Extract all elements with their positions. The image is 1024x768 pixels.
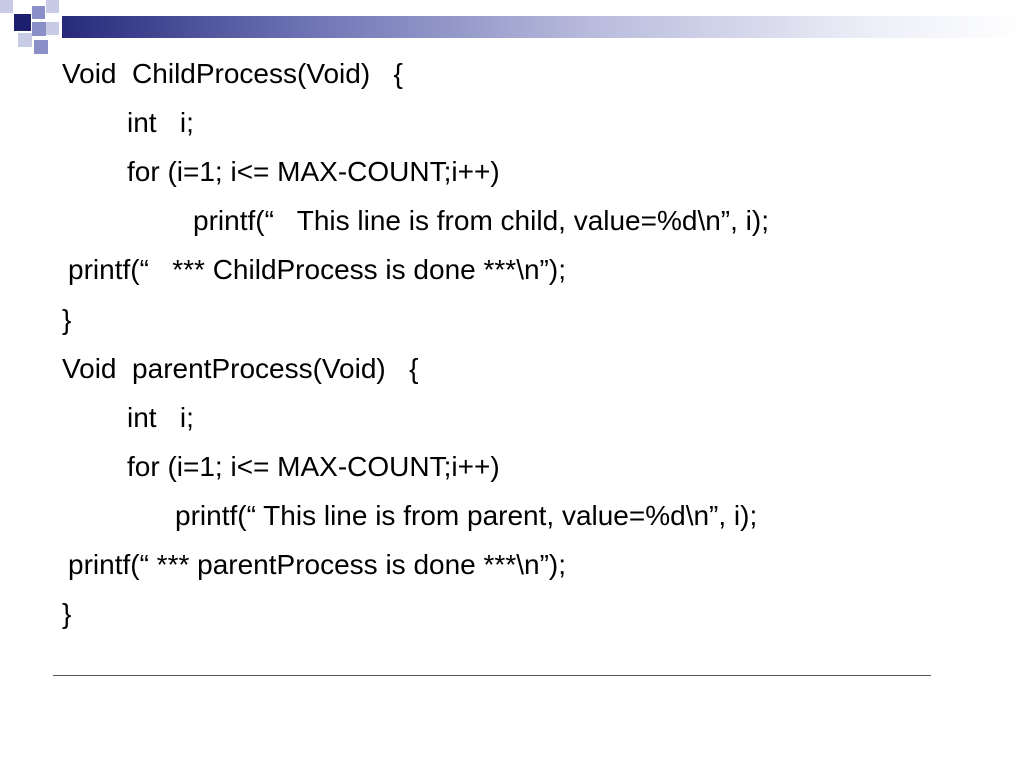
decor-square	[18, 33, 32, 47]
footer-rule	[53, 675, 931, 676]
code-line: Void ChildProcess(Void) {	[62, 58, 403, 89]
decor-square	[46, 22, 59, 35]
code-line: Void parentProcess(Void) {	[62, 353, 419, 384]
decor-square	[46, 0, 59, 13]
decor-square	[14, 14, 31, 31]
decor-square	[32, 6, 45, 19]
decor-square	[0, 0, 13, 13]
header-gradient-bar	[62, 16, 1024, 38]
code-line: printf(“ *** parentProcess is done ***\n…	[68, 549, 566, 580]
code-line: printf(“ This line is from parent, value…	[175, 500, 758, 531]
code-line: int i;	[127, 402, 194, 433]
code-line: }	[62, 304, 72, 335]
code-line: int i;	[127, 107, 194, 138]
code-line: for (i=1; i<= MAX-COUNT;i++)	[127, 156, 500, 187]
decor-square	[32, 22, 46, 36]
decor-square	[34, 40, 48, 54]
code-line: printf(“ This line is from child, value=…	[193, 205, 770, 236]
code-line: for (i=1; i<= MAX-COUNT;i++)	[127, 451, 500, 482]
code-line: printf(“ *** ChildProcess is done ***\n”…	[68, 254, 566, 285]
code-line: }	[62, 598, 72, 629]
